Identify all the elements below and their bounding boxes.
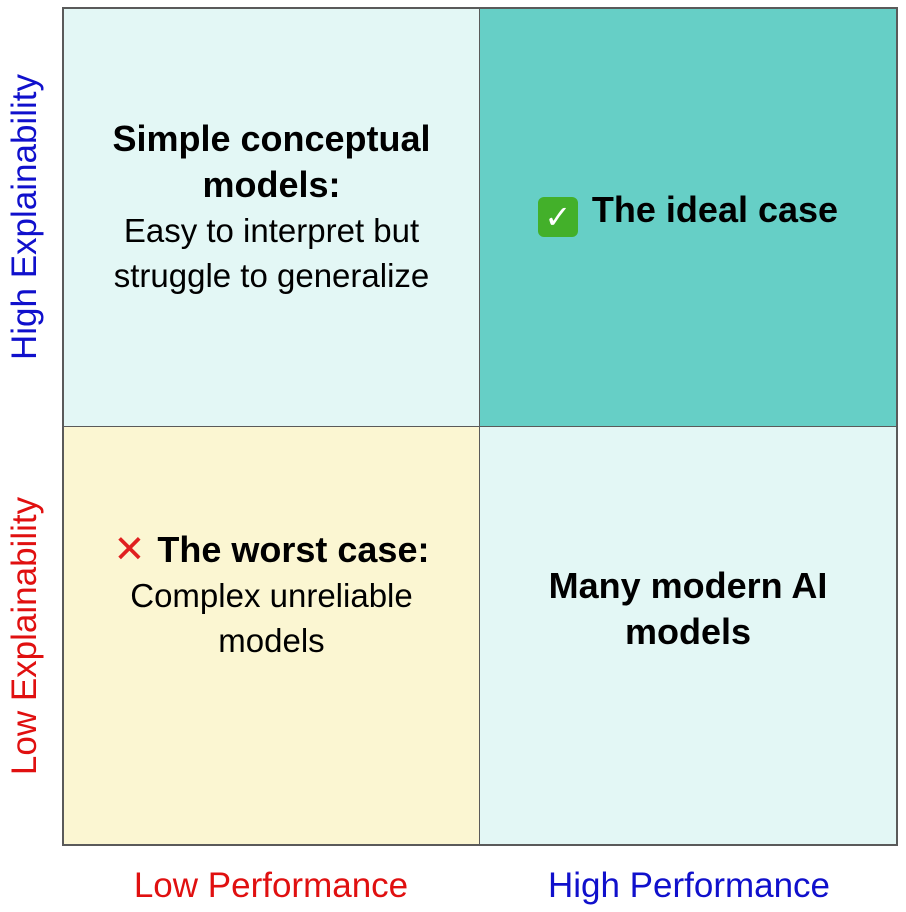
quadrant-title-line: Many modern AI (548, 565, 828, 607)
quadrant-title-line: models (624, 611, 752, 653)
quadrant-low-explainability-high-performance: Many modern AI models (480, 426, 896, 844)
x-axis-label-high: High Performance (547, 866, 831, 905)
quadrant-title-line: Simple conceptual (112, 118, 431, 160)
quadrant-description-line: models (218, 622, 325, 660)
quadrant-title-row: ✕ The worst case: (114, 527, 430, 573)
check-mark-icon: ✓ (537, 197, 578, 238)
cross-mark-icon: ✕ (113, 529, 146, 572)
quadrant-high-explainability-high-performance: ✓ The ideal case (480, 9, 896, 427)
x-axis-label-low: Low Performance (133, 866, 409, 905)
quadrant-grid: Simple conceptual models: Easy to interp… (62, 7, 898, 846)
quadrant-description-line: Easy to interpret but (123, 212, 420, 250)
quadrant-title: The worst case: (157, 529, 430, 571)
quadrant-title-line: models: (202, 164, 341, 206)
quadrant-description-line: struggle to generalize (113, 257, 430, 295)
quadrant-title: The ideal case (591, 189, 839, 231)
quadrant-high-explainability-low-performance: Simple conceptual models: Easy to interp… (64, 9, 480, 427)
y-axis-label-low: Low Explainability (5, 496, 44, 776)
quadrant-description-line: Complex unreliable (130, 577, 413, 615)
y-axis-label-high: High Explainability (5, 74, 44, 360)
quadrant-low-explainability-low-performance: ✕ The worst case: Complex unreliable mode… (64, 426, 480, 844)
quadrant-title-row: ✓ The ideal case (537, 187, 839, 238)
